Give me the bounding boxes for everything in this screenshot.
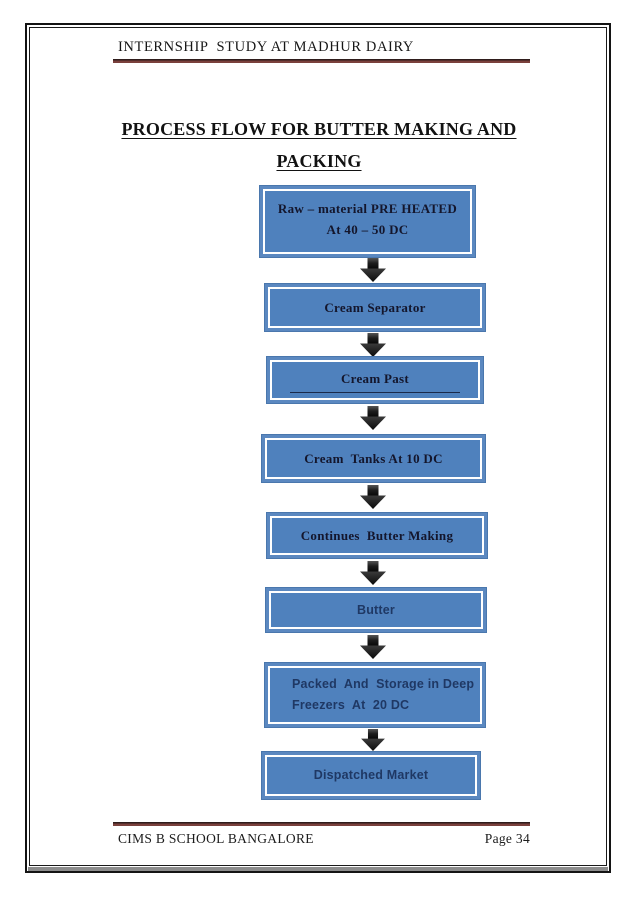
footer-school-name: CIMS B SCHOOL BANGALORE <box>118 831 314 846</box>
flow-step-label: Dispatched Market <box>313 768 429 782</box>
flow-step-cream-separator: Cream Separator <box>265 284 485 331</box>
flow-step-raw-material: Raw – material PRE HEATED At 40 – 50 DC <box>260 186 475 257</box>
down-arrow-icon <box>360 485 386 509</box>
page-header-title: INTERNSHIP STUDY AT MADHUR DAIRY <box>118 39 414 55</box>
flow-step-label-line2: Freezers At 20 DC <box>292 698 410 712</box>
flow-step-packed-storage: Packed And Storage in Deep Freezers At 2… <box>265 663 485 727</box>
flow-step-label: Packed And Storage in Deep <box>292 677 475 691</box>
down-arrow-icon <box>360 561 386 585</box>
document-title-line2: PACKING <box>276 151 362 171</box>
flow-step-label: Cream Past <box>340 370 410 386</box>
flow-step-cream-tanks: Cream Tanks At 10 DC <box>262 435 485 482</box>
document-title-line1: PROCESS FLOW FOR BUTTER MAKING AND <box>121 119 517 139</box>
flow-step-label: Cream Separator <box>324 300 426 315</box>
cream-past-underline <box>290 391 460 393</box>
down-arrow-icon <box>360 406 386 430</box>
document-title: PROCESS FLOW FOR BUTTER MAKING AND PACKI… <box>54 113 584 177</box>
down-arrow-icon <box>360 258 386 282</box>
down-arrow-icon <box>360 635 386 659</box>
flow-step-label: Continues Butter Making <box>300 528 454 543</box>
footer-page-number: Page 34 <box>484 831 530 846</box>
page-border-outer <box>25 23 611 873</box>
header-rule <box>113 59 530 63</box>
flow-step-cream-past: Cream Past <box>267 357 483 403</box>
page-border-shadow <box>28 867 608 871</box>
flow-step-butter: Butter <box>266 588 486 632</box>
flow-step-continues-butter-making: Continues Butter Making <box>267 513 487 558</box>
flow-step-label: Raw – material PRE HEATED <box>277 201 458 216</box>
flow-step-label: Butter <box>356 602 395 617</box>
down-arrow-icon <box>361 729 385 751</box>
flow-step-label: Cream Tanks At 10 DC <box>304 451 443 466</box>
footer-rule <box>113 822 530 826</box>
flow-step-dispatched-market: Dispatched Market <box>262 752 480 799</box>
page-border-inner <box>29 27 607 866</box>
flow-step-label-line2: At 40 – 50 DC <box>326 222 409 237</box>
down-arrow-icon <box>360 333 386 357</box>
